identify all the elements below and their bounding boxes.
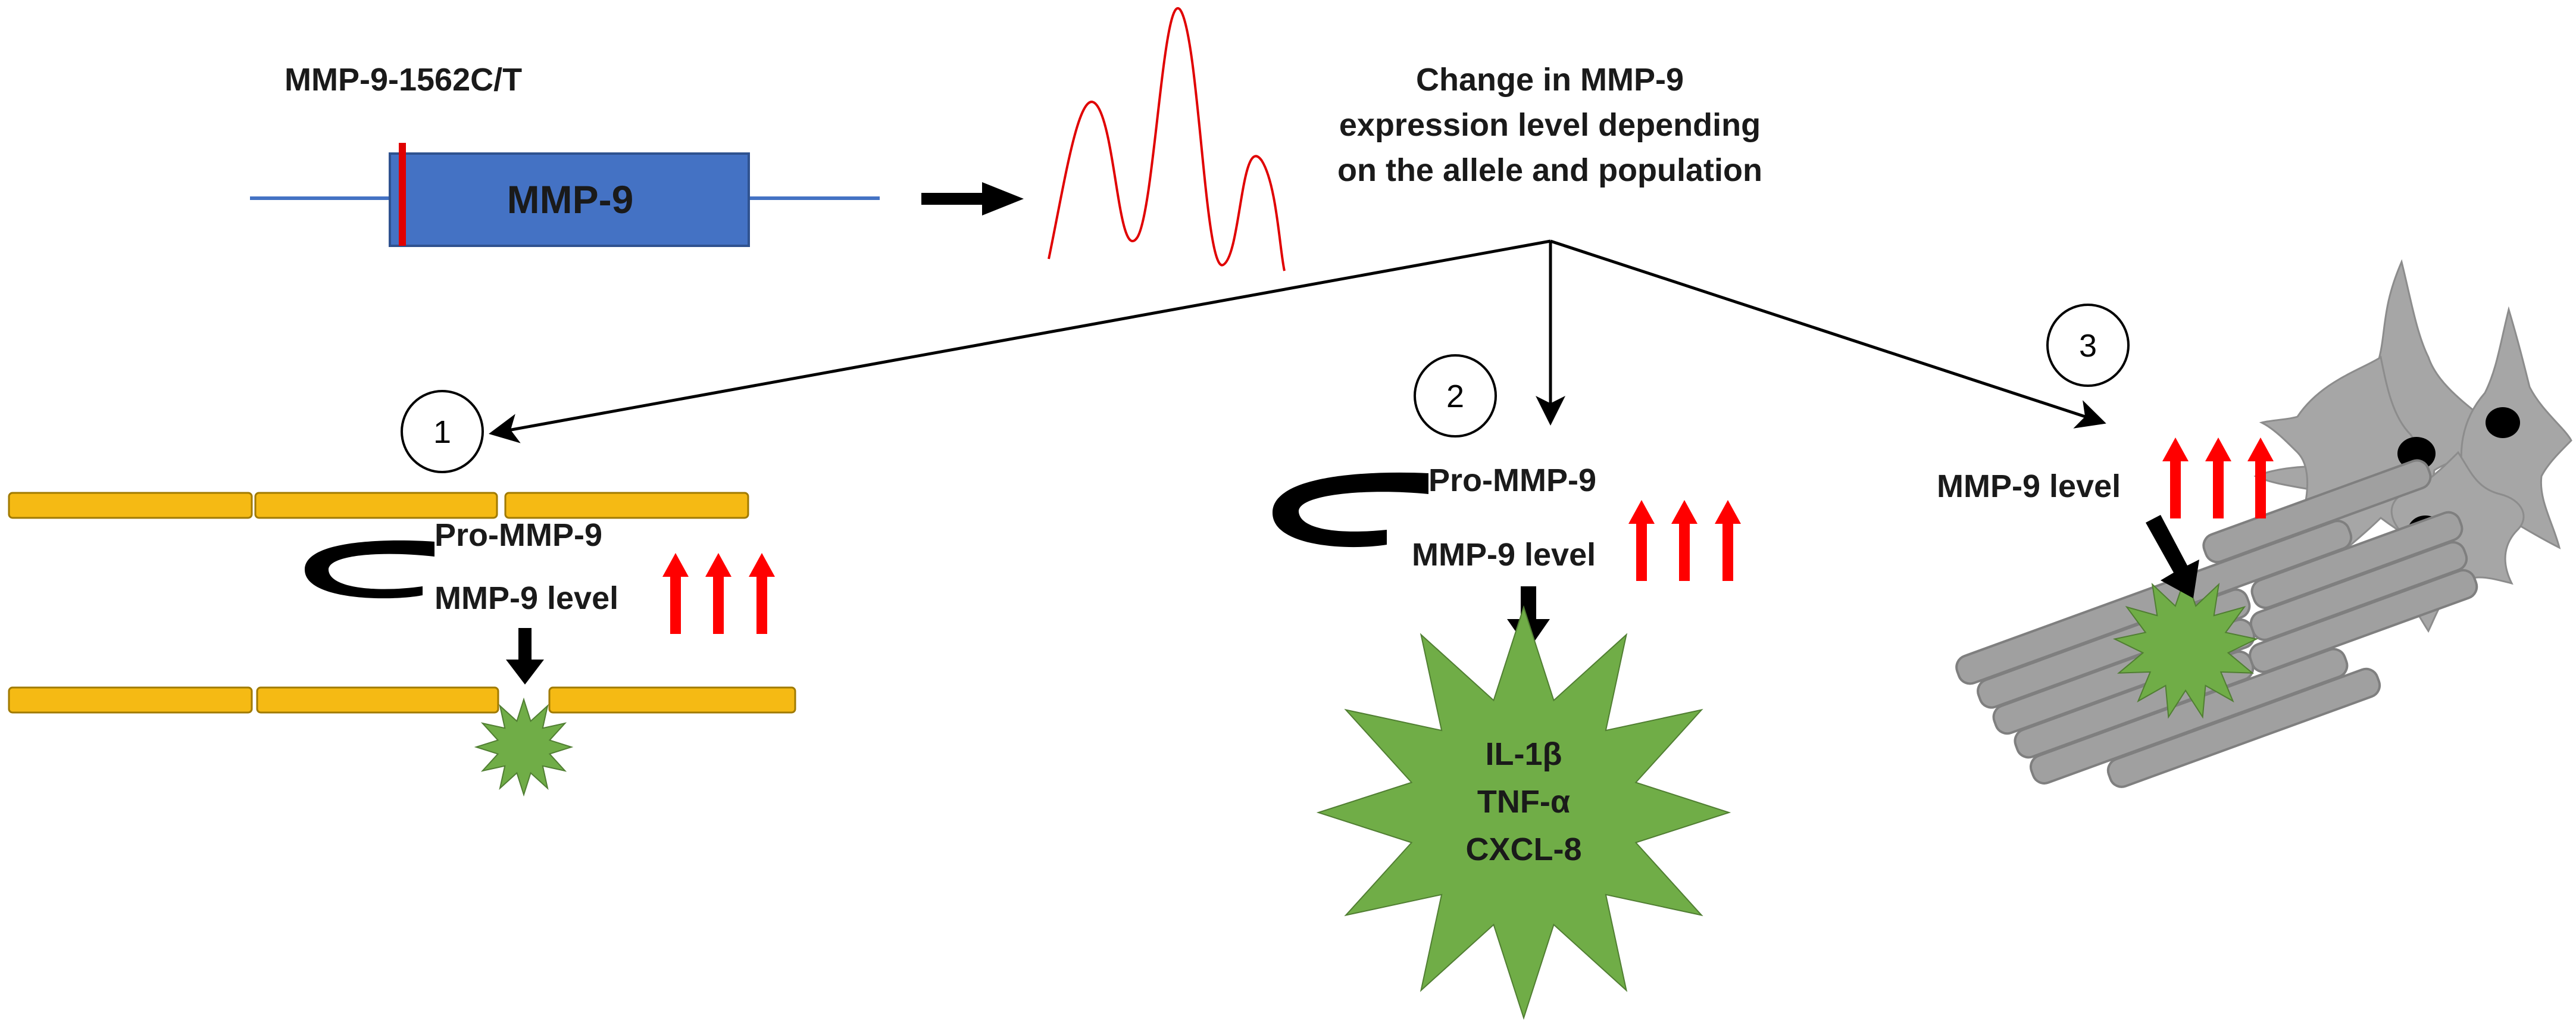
panel-2-level-label: MMP-9 level <box>1412 537 1596 573</box>
up-arrow <box>1671 500 1697 581</box>
up-arrow <box>1628 500 1655 581</box>
membrane-bottom <box>8 686 796 714</box>
panel-1: 1 Pro-MMP-9 MMP-9 level <box>8 390 796 797</box>
up-arrow <box>749 553 775 634</box>
branch-arrow-1 <box>489 239 1551 443</box>
cytokine-list: IL-1β TNF-α CXCL-8 <box>1465 736 1581 867</box>
panel-3-number-circle <box>2046 304 2130 387</box>
gene-label: MMP-9 <box>507 177 634 221</box>
fiber <box>2249 569 2478 673</box>
up-arrow <box>705 553 731 634</box>
panel-3-down-arrow <box>2146 515 2199 598</box>
branch-arrow-3 <box>1550 239 2106 429</box>
membrane-segment <box>256 686 499 714</box>
panel-2-number-circle <box>1414 354 1497 438</box>
nucleus <box>2486 407 2520 438</box>
panel-1-number: 1 <box>433 414 451 450</box>
panel-3-level-label: MMP-9 level <box>1937 468 2121 504</box>
gene-box <box>389 152 750 247</box>
cytokine-item: CXCL-8 <box>1465 832 1581 867</box>
up-arrow <box>662 553 689 634</box>
panel-1-pro-label: Pro-MMP-9 <box>434 517 602 553</box>
up-arrow <box>2162 438 2189 518</box>
panel-2-up-arrows <box>1628 500 1741 581</box>
activation-curved-arrow-1 <box>304 540 434 599</box>
change-line-1: Change in MMP-9 <box>1416 62 1684 98</box>
panel-3-up-arrows <box>2162 438 2274 518</box>
burst-cytokines <box>1316 605 1731 1020</box>
expression-wave <box>1048 7 1286 271</box>
up-arrow <box>1715 500 1741 581</box>
fiber <box>2202 459 2432 564</box>
membrane-segment <box>504 492 749 519</box>
membrane-segment <box>254 492 498 519</box>
change-line-3: on the allele and population <box>1337 152 1762 188</box>
burst-fiber <box>2112 574 2259 719</box>
activation-curved-arrow-2 <box>1272 472 1428 548</box>
burst-small <box>474 697 574 797</box>
panel-2-number: 2 <box>1446 379 1464 414</box>
fiber-bundle <box>1955 459 2478 788</box>
membrane-segment <box>8 686 253 714</box>
change-text: Change in MMP-9 expression level dependi… <box>1337 62 1762 188</box>
branch-arrows <box>489 239 2106 443</box>
gene-structure: MMP-9 MMP-9-1562C/T <box>250 62 880 247</box>
panel-1-down-arrow <box>506 628 544 685</box>
panel-1-number-circle <box>401 390 484 473</box>
snp-label: MMP-9-1562C/T <box>285 62 522 98</box>
panel-1-up-arrows <box>662 553 775 634</box>
expression-arrow <box>921 182 1024 215</box>
cytokine-item: IL-1β <box>1486 736 1562 772</box>
up-arrow <box>2205 438 2231 518</box>
membrane-segment <box>548 686 796 714</box>
panel-2-pro-label: Pro-MMP-9 <box>1428 463 1596 498</box>
change-line-2: expression level depending <box>1339 107 1761 143</box>
membrane-top <box>8 492 749 519</box>
nucleus <box>2397 437 2436 470</box>
membrane-segment <box>8 492 253 519</box>
panel-3-number: 3 <box>2079 328 2097 364</box>
panel-1-level-label: MMP-9 level <box>434 580 618 616</box>
panel-2: 2 Pro-MMP-9 MMP-9 level IL-1β TNF-α CXCL… <box>1272 354 1741 1020</box>
fiber <box>2106 667 2381 788</box>
cytokine-item: TNF-α <box>1477 784 1570 820</box>
panel-3: 3 MMP-9 level <box>1937 259 2572 788</box>
